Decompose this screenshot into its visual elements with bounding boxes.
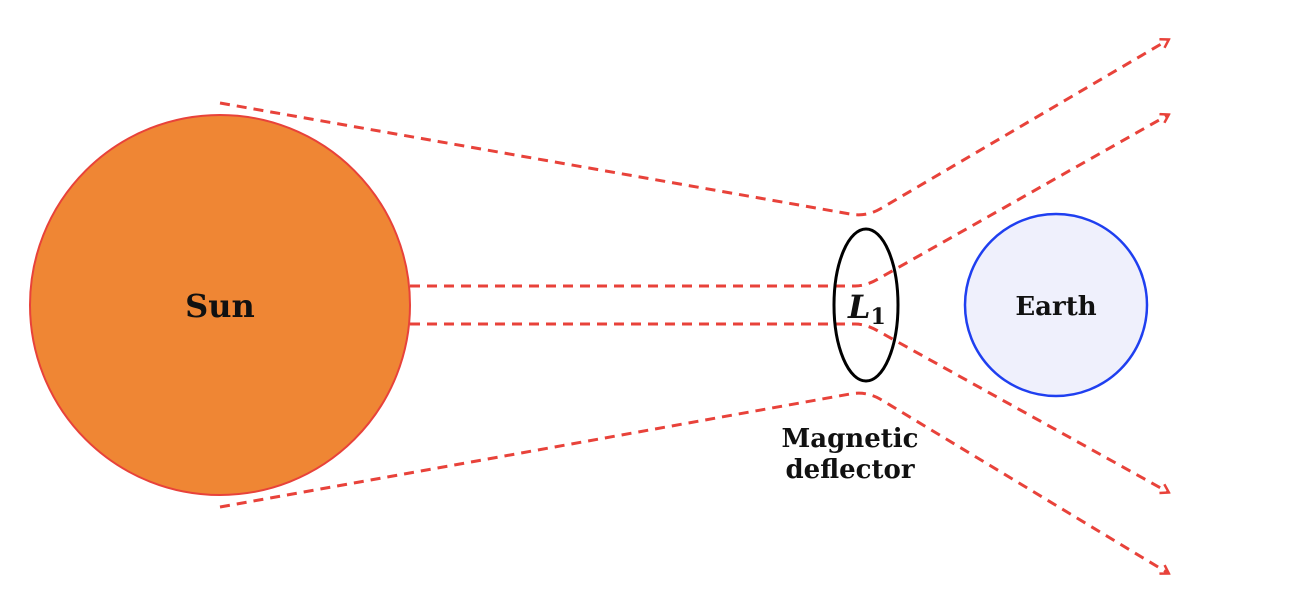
solar-wind-ray-2 <box>410 115 1168 288</box>
l1-main: L <box>847 288 871 326</box>
earth-label: Earth <box>1015 292 1096 322</box>
solar-wind-ray-4 <box>219 391 1168 573</box>
solar-wind-ray-3 <box>410 322 1168 492</box>
magnetic-deflector-ellipse <box>832 227 900 383</box>
sun-circle <box>29 114 411 496</box>
deflector-label-line2: deflector <box>785 455 914 485</box>
l1-subscript: 1 <box>871 304 886 330</box>
solar-wind-ray-1 <box>219 40 1168 217</box>
earth-circle <box>963 212 1149 398</box>
sun-label: Sun <box>185 287 255 325</box>
deflector-label-line1: Magnetic <box>782 424 919 454</box>
l1-label: L1 <box>847 288 886 330</box>
